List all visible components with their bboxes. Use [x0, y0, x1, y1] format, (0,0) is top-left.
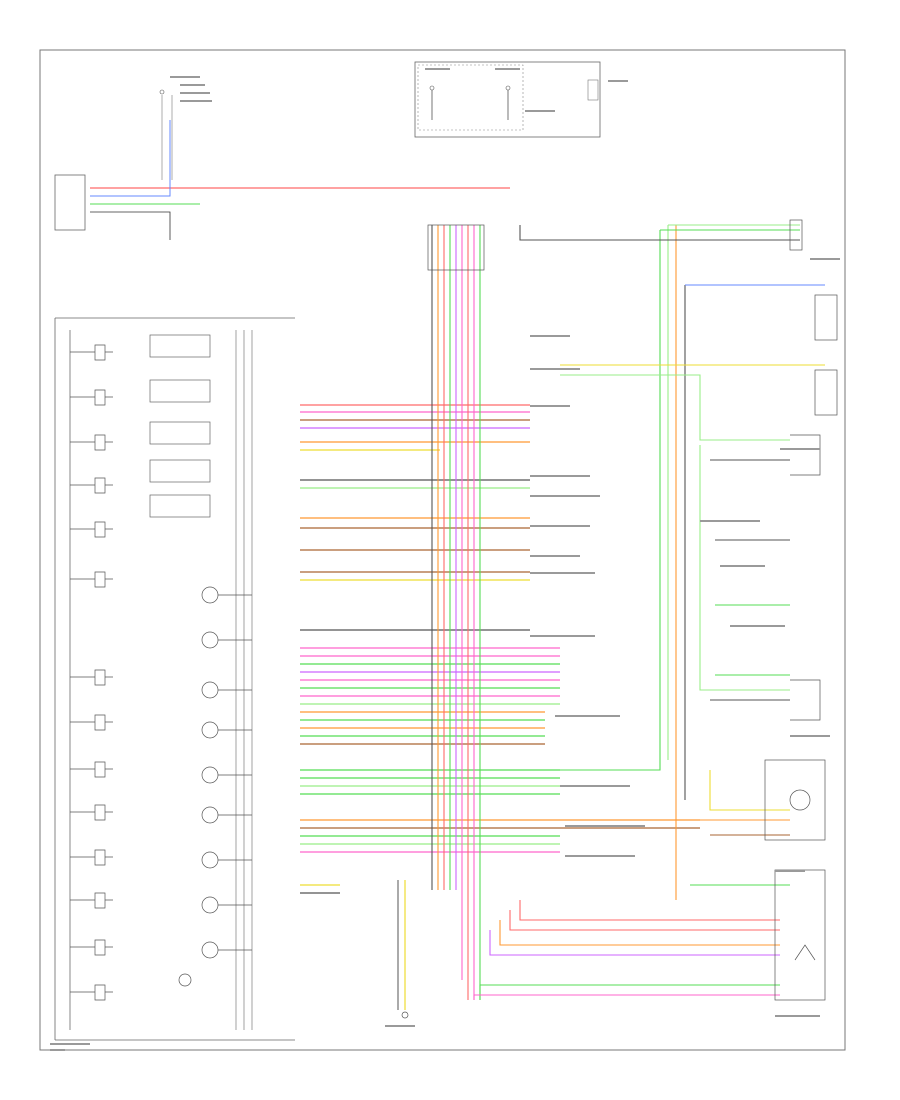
wire-black-top [90, 211, 171, 240]
vertical-bundle [431, 225, 481, 1000]
instrument-cluster [54, 317, 295, 1041]
cluster-switches [70, 344, 113, 1001]
diagram-frame [39, 49, 846, 1051]
harness-wires [300, 404, 700, 894]
wire-blue-top [90, 120, 171, 197]
cluster-bulbs [178, 586, 252, 987]
label-marks [50, 68, 840, 1051]
right-feeders [473, 224, 825, 1000]
clock-block [54, 89, 173, 231]
fuse-block [414, 61, 601, 138]
center-connector [397, 224, 485, 1019]
right-components [764, 219, 838, 1001]
